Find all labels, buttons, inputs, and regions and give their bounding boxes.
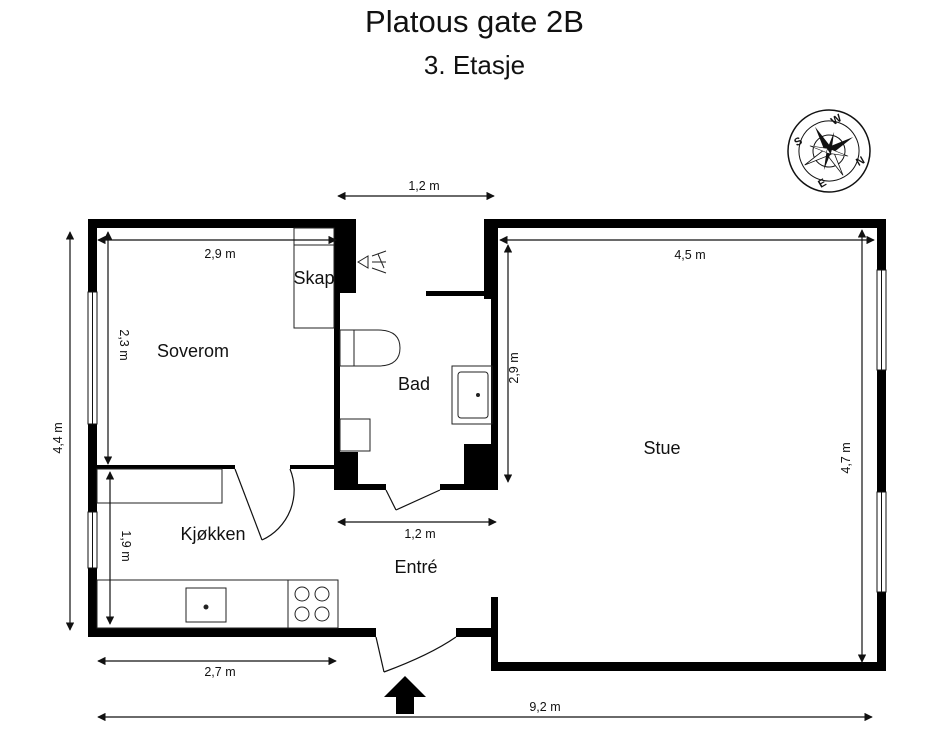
stove	[287, 579, 339, 629]
dim-bath-top-width: 1,2 m	[408, 179, 439, 193]
room-label-soverom: Soverom	[157, 341, 229, 361]
bedroom-door[interactable]	[234, 468, 295, 541]
bathroom-door[interactable]	[385, 489, 441, 511]
doors	[234, 468, 457, 673]
room-label-bad: Bad	[398, 374, 430, 394]
dim-bath-bottom-width: 1,2 m	[404, 527, 435, 541]
dimension-lines	[65, 191, 875, 722]
windows	[87, 269, 887, 593]
fixtures	[96, 227, 493, 629]
dim-bath-height: 2,9 m	[507, 352, 521, 383]
bath-sink	[451, 365, 493, 425]
kitchen-upper-counter	[96, 468, 223, 504]
kitchen-sink	[185, 587, 227, 623]
entrance-door[interactable]	[375, 636, 457, 673]
dim-total-height: 4,4 m	[51, 422, 65, 453]
room-label-entre: Entré	[394, 557, 437, 577]
shower-icon	[357, 250, 387, 274]
interior-walls	[97, 219, 498, 490]
plan-title: Platous gate 2B	[365, 4, 584, 39]
room-label-kjokken: Kjøkken	[180, 524, 245, 544]
compass-icon: W S E N	[787, 109, 871, 193]
bath-cabinet	[339, 418, 371, 452]
outer-walls	[88, 219, 886, 671]
toilet-tank	[339, 329, 355, 367]
closet-outline	[293, 227, 335, 329]
entrance-arrow-icon	[384, 676, 426, 714]
dim-total-width: 9,2 m	[529, 700, 560, 714]
dim-kitchen-height: 1,9 m	[119, 530, 133, 561]
dim-bedroom-height: 2,3 m	[117, 329, 131, 360]
dim-living-height: 4,7 m	[839, 442, 853, 473]
toilet-bowl	[353, 329, 401, 367]
dim-kitchen-width: 2,7 m	[204, 665, 235, 679]
plan-subtitle: 3. Etasje	[423, 50, 526, 80]
dim-bedroom-width: 2,9 m	[204, 247, 235, 261]
dim-living-width: 4,5 m	[674, 248, 705, 262]
room-label-skap: Skap	[293, 268, 334, 288]
room-label-stue: Stue	[643, 438, 680, 458]
